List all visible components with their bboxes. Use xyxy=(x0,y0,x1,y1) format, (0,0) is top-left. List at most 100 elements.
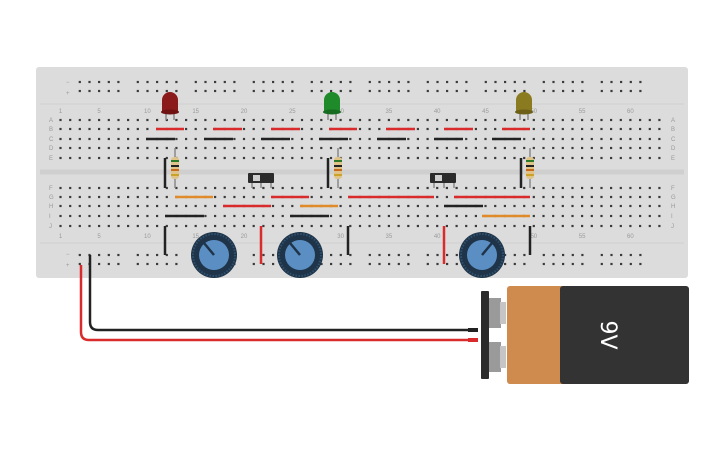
battery-lead-black[interactable] xyxy=(88,255,470,332)
breadboard-hole xyxy=(416,127,419,131)
breadboard-hole xyxy=(88,80,91,84)
breadboard-hole xyxy=(107,89,110,93)
slide-switch-2[interactable] xyxy=(430,173,456,188)
breadboard-hole xyxy=(214,204,217,208)
breadboard-hole xyxy=(561,195,564,199)
breadboard-hole xyxy=(281,118,284,122)
breadboard-hole xyxy=(426,156,429,160)
breadboard-hole xyxy=(619,195,622,199)
potentiometer-1[interactable] xyxy=(191,232,237,278)
breadboard-hole xyxy=(117,262,120,266)
breadboard-hole xyxy=(658,224,661,228)
column-number-label: 40 xyxy=(434,234,441,240)
breadboard-hole xyxy=(69,146,72,150)
breadboard-hole xyxy=(194,224,197,228)
led-red[interactable] xyxy=(161,92,179,120)
breadboard-hole xyxy=(291,204,294,208)
breadboard-hole xyxy=(503,186,506,190)
breadboard-hole xyxy=(214,224,217,228)
breadboard-hole xyxy=(619,224,622,228)
breadboard-hole xyxy=(88,156,91,160)
breadboard-hole xyxy=(281,204,284,208)
potentiometer-3[interactable] xyxy=(459,232,505,278)
battery-lead-red[interactable] xyxy=(79,265,470,342)
breadboard-hole xyxy=(358,146,362,150)
breadboard-hole xyxy=(146,224,149,228)
breadboard-hole xyxy=(136,156,139,160)
breadboard-hole xyxy=(330,253,333,257)
breadboard-hole xyxy=(146,80,149,84)
breadboard-hole xyxy=(233,137,236,141)
breadboard-hole xyxy=(194,186,197,190)
breadboard-hole xyxy=(658,127,661,131)
breadboard-hole xyxy=(407,156,410,160)
breadboard-hole xyxy=(349,204,352,208)
breadboard-hole xyxy=(88,89,91,93)
breadboard-hole xyxy=(465,214,468,218)
breadboard-hole xyxy=(629,89,632,93)
resistor-1[interactable] xyxy=(171,148,179,188)
breadboard-hole xyxy=(552,80,555,84)
resistor-2[interactable] xyxy=(334,148,342,188)
row-letter-label: J xyxy=(671,224,674,230)
breadboard-hole xyxy=(523,253,526,257)
breadboard-hole xyxy=(310,156,313,160)
breadboard-hole xyxy=(620,262,623,266)
column-number-label: 5 xyxy=(97,234,101,240)
breadboard-hole xyxy=(310,80,313,84)
breadboard-hole xyxy=(571,89,574,93)
breadboard-hole xyxy=(233,80,236,84)
resistor-3[interactable] xyxy=(526,148,534,188)
slide-switch-1[interactable] xyxy=(248,173,274,188)
breadboard-hole xyxy=(446,262,449,266)
breadboard-hole xyxy=(107,224,110,228)
potentiometer-2[interactable] xyxy=(277,232,323,278)
breadboard-hole xyxy=(600,118,603,122)
breadboard-hole xyxy=(368,89,371,93)
led-green[interactable] xyxy=(323,92,341,120)
breadboard-hole xyxy=(561,146,564,150)
column-number-label: 15 xyxy=(192,109,199,115)
breadboard-hole xyxy=(339,80,342,84)
breadboard-hole xyxy=(127,146,130,150)
breadboard-hole xyxy=(146,195,149,199)
breadboard-hole xyxy=(358,118,362,122)
breadboard-hole xyxy=(629,118,632,122)
breadboard-hole xyxy=(397,80,400,84)
breadboard-hole xyxy=(571,186,574,190)
breadboard-hole xyxy=(175,253,178,257)
battery-9v[interactable]: 9V xyxy=(481,286,689,384)
breadboard-hole xyxy=(194,80,197,84)
breadboard-hole xyxy=(204,127,207,131)
breadboard-hole xyxy=(88,127,91,131)
breadboard-hole xyxy=(223,146,226,150)
breadboard-hole xyxy=(503,204,506,208)
breadboard-hole xyxy=(339,146,342,150)
breadboard-hole xyxy=(387,204,390,208)
breadboard-hole xyxy=(571,262,574,266)
breadboard-hole xyxy=(523,146,526,150)
breadboard-hole xyxy=(127,137,130,141)
breadboard-hole xyxy=(262,118,265,122)
breadboard-hole xyxy=(146,253,149,257)
breadboard-hole xyxy=(426,146,429,150)
breadboard-hole xyxy=(368,253,371,257)
breadboard-hole xyxy=(165,186,168,190)
column-number-label: 55 xyxy=(579,109,586,115)
breadboard-hole xyxy=(455,186,458,190)
breadboard-hole xyxy=(484,186,487,190)
breadboard-hole xyxy=(262,89,265,93)
breadboard-hole xyxy=(552,156,555,160)
breadboard-hole xyxy=(590,195,593,199)
breadboard-hole xyxy=(387,118,390,122)
breadboard-hole xyxy=(552,118,555,122)
breadboard-hole xyxy=(629,146,632,150)
breadboard-hole xyxy=(175,80,178,84)
row-letter-label: B xyxy=(671,127,675,133)
board-wires[interactable] xyxy=(146,127,532,264)
led-olive[interactable] xyxy=(515,92,533,120)
column-number-label: 30 xyxy=(337,234,344,240)
breadboard-hole xyxy=(252,127,255,131)
breadboard-hole xyxy=(561,118,564,122)
